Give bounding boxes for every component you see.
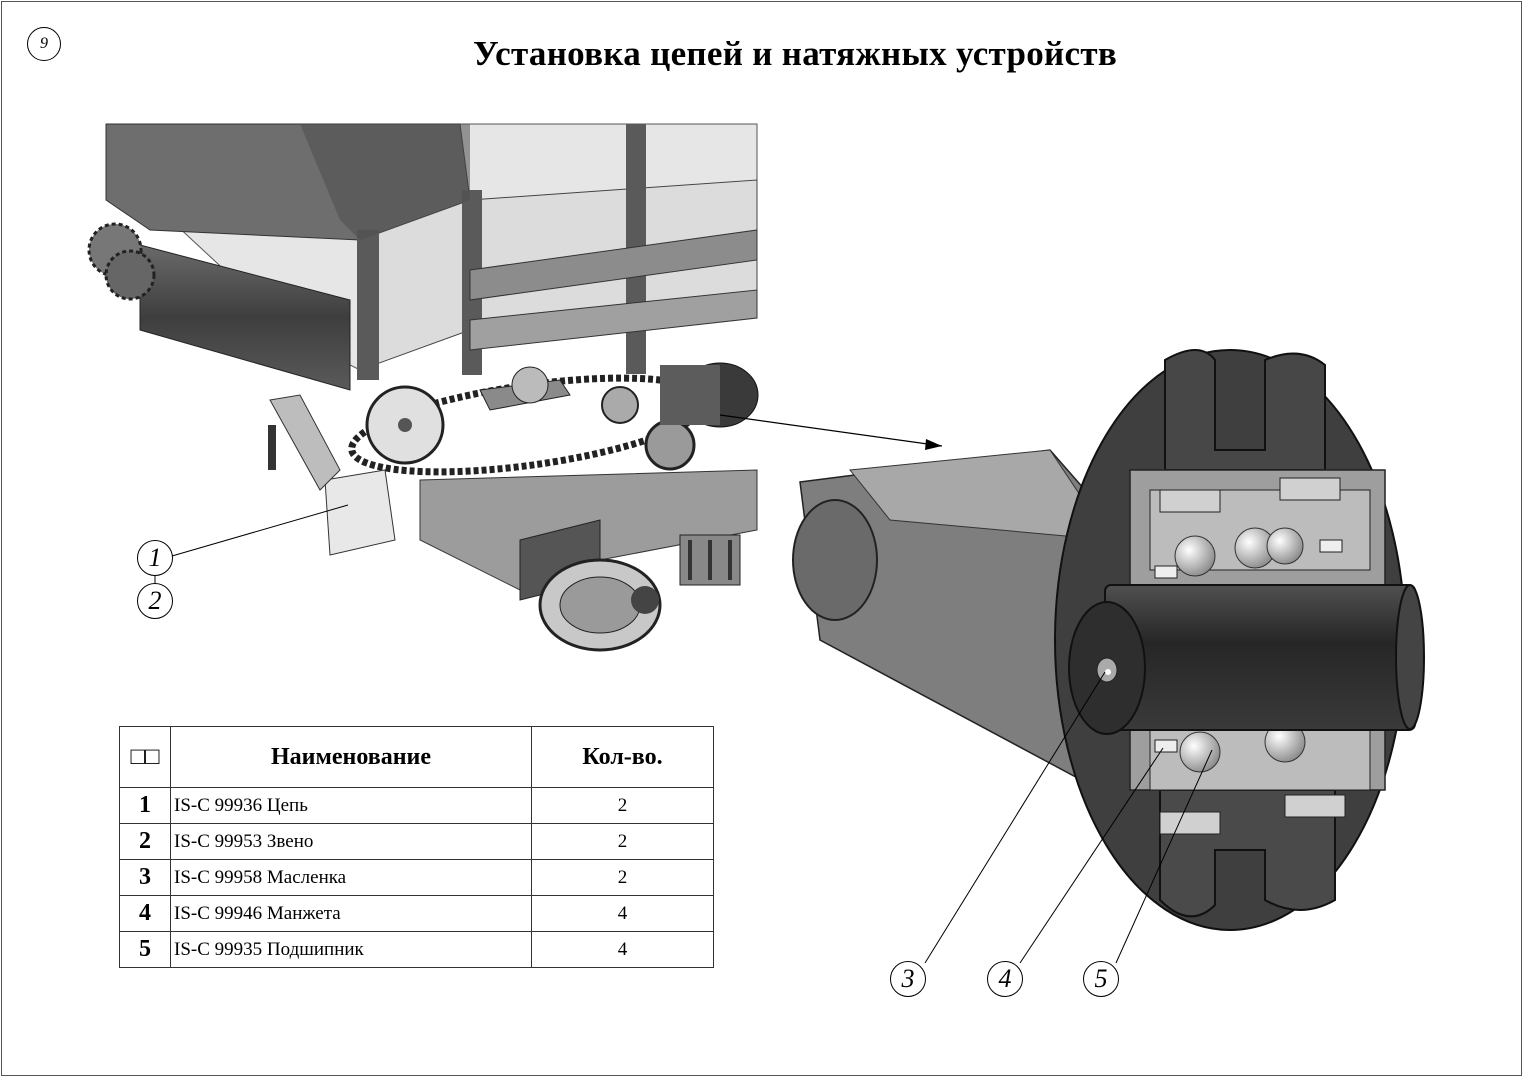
page-title: Установка цепей и натяжных устройств	[472, 34, 1118, 73]
table-row: 3 IS-C 99958 Масленка 2	[119, 859, 714, 896]
parts-table: □□ Наименование Кол-во. 1 IS-C 99936 Цеп…	[119, 726, 714, 968]
row-quantity: 2	[531, 787, 714, 824]
table-header-row: □□ Наименование Кол-во.	[119, 726, 714, 788]
row-quantity: 2	[531, 859, 714, 896]
page-number: 9	[27, 27, 61, 61]
callout-5: 5	[1083, 961, 1119, 997]
row-name: IS-C 99936 Цепь	[170, 787, 532, 824]
callout-4: 4	[987, 961, 1023, 997]
row-quantity: 4	[531, 931, 714, 968]
callout-1: 1	[137, 540, 173, 576]
row-name: IS-C 99958 Масленка	[170, 859, 532, 896]
conveyor-view	[87, 123, 943, 652]
row-name: IS-C 99935 Подшипник	[170, 931, 532, 968]
header-name: Наименование	[170, 726, 532, 788]
row-quantity: 2	[531, 823, 714, 860]
callout-2: 2	[137, 583, 173, 619]
header-number: □□	[119, 726, 171, 788]
row-name: IS-C 99953 Звено	[170, 823, 532, 860]
table-row: 2 IS-C 99953 Звено 2	[119, 823, 714, 860]
row-number: 5	[119, 931, 171, 968]
row-quantity: 4	[531, 895, 714, 932]
callout-3: 3	[890, 961, 926, 997]
row-number: 1	[119, 787, 171, 824]
table-row: 5 IS-C 99935 Подшипник 4	[119, 931, 714, 968]
row-number: 2	[119, 823, 171, 860]
row-number: 3	[119, 859, 171, 896]
table-row: 4 IS-C 99946 Манжета 4	[119, 895, 714, 932]
row-name: IS-C 99946 Манжета	[170, 895, 532, 932]
bearing-detail-view	[792, 349, 1425, 964]
row-number: 4	[119, 895, 171, 932]
header-quantity: Кол-во.	[531, 726, 714, 788]
table-row: 1 IS-C 99936 Цепь 2	[119, 787, 714, 824]
